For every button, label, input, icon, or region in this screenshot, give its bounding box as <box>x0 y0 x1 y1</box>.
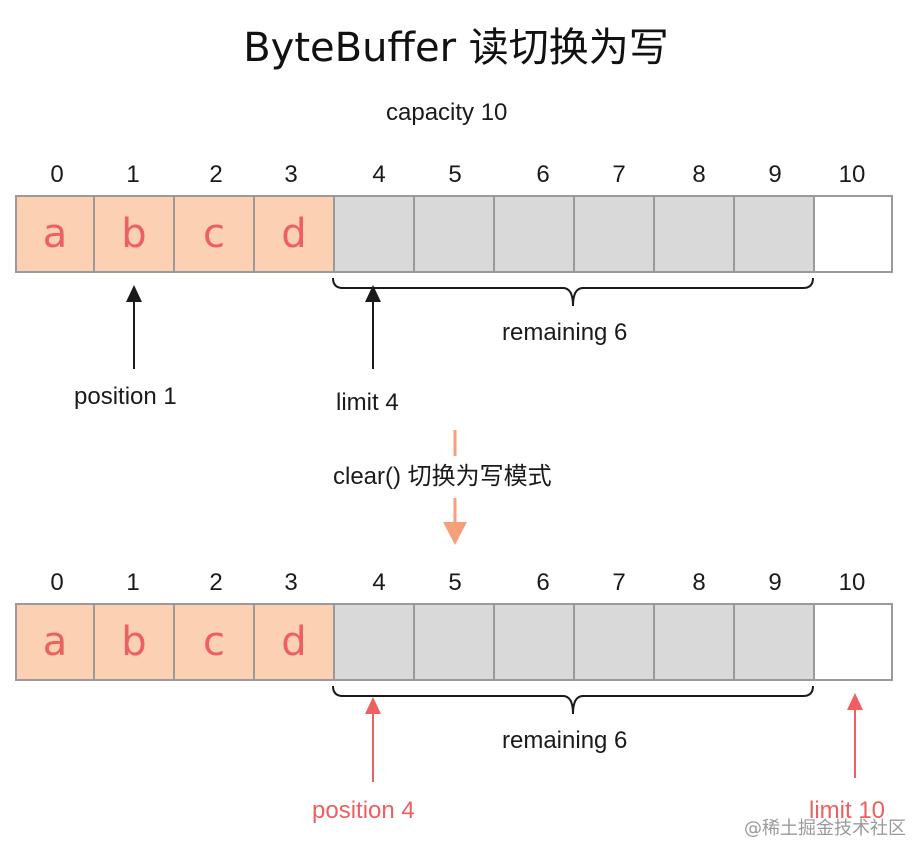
top-remaining-label: remaining 6 <box>502 319 628 346</box>
transition-label: clear() 切换为写模式 <box>333 463 552 490</box>
bottom-index-2: 2 <box>209 569 223 596</box>
bottom-position-arrowhead <box>365 697 381 714</box>
top-position-arrowhead <box>126 285 142 302</box>
bottom-cell-3: d <box>253 603 335 681</box>
bottom-cell-9 <box>733 603 815 681</box>
transition-arrowhead <box>443 522 467 545</box>
top-cell-10 <box>813 195 893 273</box>
bottom-position-label: position 4 <box>312 797 415 824</box>
bottom-cell-6 <box>493 603 575 681</box>
top-cell-9 <box>733 195 815 273</box>
top-cell-3: d <box>253 195 335 273</box>
capacity-label: capacity 10 <box>386 99 508 126</box>
top-cell-7 <box>573 195 655 273</box>
top-index-0: 0 <box>50 161 64 188</box>
bottom-index-4: 4 <box>372 569 386 596</box>
top-index-7: 7 <box>612 161 626 188</box>
bottom-index-1: 1 <box>126 569 140 596</box>
top-position-label: position 1 <box>74 383 177 410</box>
bottom-index-9: 9 <box>768 569 782 596</box>
bottom-remaining-brace <box>332 685 814 715</box>
bottom-cell-5 <box>413 603 495 681</box>
bottom-index-3: 3 <box>284 569 298 596</box>
top-cell-1: b <box>93 195 175 273</box>
bottom-limit-arrowhead <box>847 693 863 710</box>
top-cell-6 <box>493 195 575 273</box>
top-index-3: 3 <box>284 161 298 188</box>
top-limit-arrowhead <box>365 285 381 302</box>
diagram-title: ByteBuffer 读切换为写 <box>243 25 669 71</box>
top-cell-8 <box>653 195 735 273</box>
top-index-8: 8 <box>692 161 706 188</box>
top-cell-5 <box>413 195 495 273</box>
bottom-index-0: 0 <box>50 569 64 596</box>
top-index-6: 6 <box>536 161 550 188</box>
top-remaining-brace <box>332 277 814 307</box>
top-index-2: 2 <box>209 161 223 188</box>
top-cell-4 <box>333 195 415 273</box>
bottom-cell-10 <box>813 603 893 681</box>
bottom-cell-0: a <box>15 603 95 681</box>
top-cell-0: a <box>15 195 95 273</box>
bottom-cell-8 <box>653 603 735 681</box>
top-index-5: 5 <box>448 161 462 188</box>
bottom-index-7: 7 <box>612 569 626 596</box>
top-index-1: 1 <box>126 161 140 188</box>
bottom-cell-2: c <box>173 603 255 681</box>
bottom-limit-label: limit 10 <box>809 797 886 824</box>
top-index-4: 4 <box>372 161 386 188</box>
bottom-index-8: 8 <box>692 569 706 596</box>
bottom-index-5: 5 <box>448 569 462 596</box>
bottom-index-10: 10 <box>838 569 866 596</box>
watermark-text: @稀土掘金技术社区 <box>744 818 906 839</box>
top-cell-2: c <box>173 195 255 273</box>
top-index-9: 9 <box>768 161 782 188</box>
top-index-10: 10 <box>838 161 866 188</box>
bottom-cell-7 <box>573 603 655 681</box>
bottom-cell-1: b <box>93 603 175 681</box>
bottom-index-6: 6 <box>536 569 550 596</box>
bottom-remaining-label: remaining 6 <box>502 727 628 754</box>
bottom-cell-4 <box>333 603 415 681</box>
top-limit-label: limit 4 <box>336 389 399 416</box>
